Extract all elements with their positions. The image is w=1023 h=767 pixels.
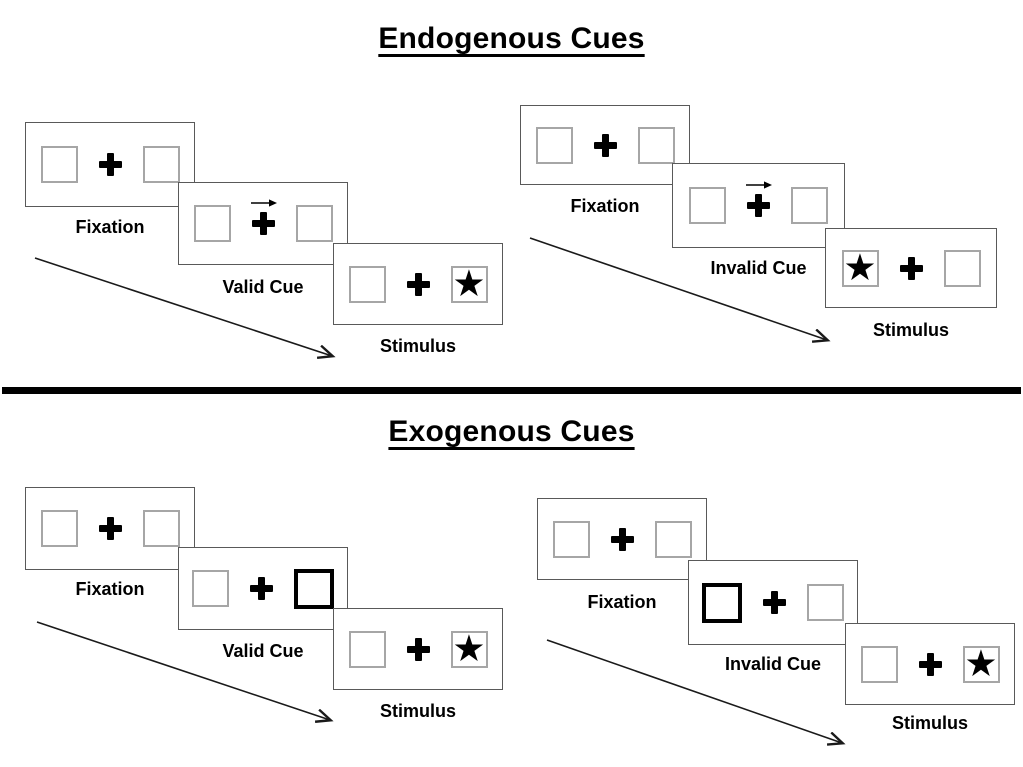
section-title-text: Exogenous Cues [388, 415, 635, 448]
stimulus-box: ★ [450, 626, 488, 670]
star-stimulus-icon: ★ [843, 245, 877, 289]
fixation-cross-icon [250, 577, 273, 600]
timeline-arrow [36, 621, 344, 730]
exo-invalid-stimulus-panel: ★ [845, 623, 1015, 705]
placeholder-box-icon [654, 520, 692, 558]
placeholder-box-icon [689, 187, 726, 224]
fixation-label: Fixation [75, 579, 145, 599]
star-stimulus-icon: ★ [452, 626, 486, 670]
placeholder-box-icon [348, 630, 386, 668]
placeholder-box-icon [552, 520, 590, 558]
section-title-endogenous: Endogenous Cues [0, 22, 1023, 56]
fixation-label: Fixation [75, 217, 145, 237]
stimulus-label: Stimulus [379, 336, 456, 356]
star-stimulus-icon: ★ [452, 261, 486, 305]
endo-invalid-stimulus-panel: ★ [825, 228, 997, 308]
endo-invalid-cue-panel [672, 163, 845, 248]
fixation-cross-icon [406, 272, 430, 296]
stimulus-box: ★ [841, 245, 879, 289]
cue-label: Invalid Cue [724, 654, 822, 674]
cue-label: Valid Cue [222, 641, 304, 661]
star-stimulus-icon: ★ [964, 641, 998, 685]
placeholder-box-icon [40, 146, 78, 183]
placeholder-box-icon [637, 126, 675, 164]
fixation-cross-icon [747, 194, 770, 217]
placeholder-box-icon [535, 126, 573, 164]
fixation-cross-icon [763, 591, 786, 614]
cue-arrow-right-icon [250, 199, 277, 207]
placeholder-box-icon [348, 265, 386, 303]
fixation-cross-icon [98, 153, 122, 176]
highlighted-cue-box [702, 582, 742, 623]
endo-invalid-fixation-panel [520, 105, 690, 185]
fixation-cross-icon [593, 133, 617, 157]
placeholder-box-icon [142, 510, 180, 547]
exo-valid-fixation-panel [25, 487, 195, 570]
endo-valid-fixation-panel [25, 122, 195, 207]
placeholder-box-icon [142, 146, 180, 183]
placeholder-box-icon [860, 645, 898, 683]
exo-valid-cue-panel [178, 547, 348, 630]
highlighted-cue-box [294, 568, 334, 609]
central-cue-group [746, 181, 772, 217]
placeholder-box-icon [791, 187, 828, 224]
fixation-cross-icon [251, 212, 275, 235]
stimulus-label: Stimulus [379, 701, 456, 721]
exo-invalid-cue-panel [688, 560, 858, 645]
exo-valid-stimulus-panel: ★ [333, 608, 503, 690]
fixation-label: Fixation [570, 196, 640, 216]
fixation-cross-icon [610, 527, 634, 551]
central-cue-group [250, 199, 277, 235]
section-title-exogenous: Exogenous Cues [0, 415, 1023, 449]
placeholder-box-icon [192, 570, 229, 607]
stimulus-label: Stimulus [872, 320, 949, 340]
cue-label: Valid Cue [222, 277, 304, 297]
section-title-text: Endogenous Cues [378, 22, 645, 55]
stimulus-box: ★ [450, 261, 488, 305]
stimulus-box: ★ [962, 641, 1000, 685]
section-divider [2, 387, 1021, 394]
fixation-cross-icon [899, 256, 923, 280]
timeline-arrow [546, 639, 856, 753]
fixation-cross-icon [918, 652, 942, 676]
endo-valid-stimulus-panel: ★ [333, 243, 503, 325]
placeholder-box-icon [193, 205, 231, 242]
placeholder-box-icon [40, 510, 78, 547]
fixation-cross-icon [406, 637, 430, 661]
stimulus-label: Stimulus [891, 713, 968, 733]
placeholder-box-icon [807, 584, 844, 621]
fixation-cross-icon [98, 517, 122, 540]
exo-invalid-fixation-panel [537, 498, 707, 580]
endo-valid-cue-panel [178, 182, 348, 265]
cue-arrow-right-icon [746, 181, 772, 189]
cue-label: Invalid Cue [710, 258, 807, 278]
timeline-arrow [34, 257, 346, 366]
placeholder-box-icon [295, 205, 333, 242]
placeholder-box-icon [943, 249, 981, 287]
timeline-arrow [529, 237, 841, 350]
fixation-label: Fixation [587, 592, 657, 612]
